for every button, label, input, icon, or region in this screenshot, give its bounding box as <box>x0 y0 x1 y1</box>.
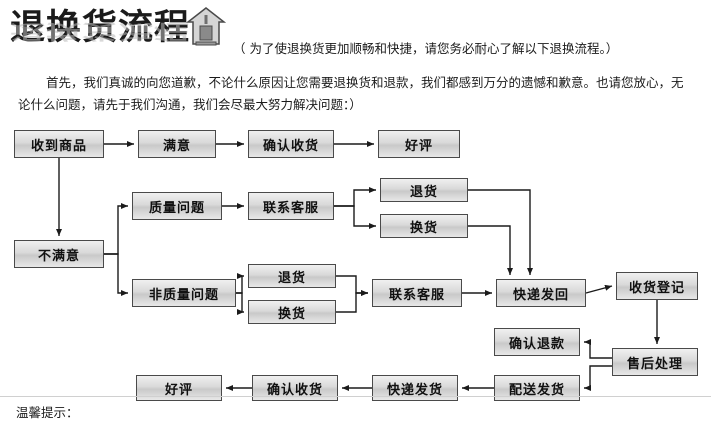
footer-note: 温馨提示： <box>16 405 79 420</box>
flow-node-n8: 退货 <box>380 178 468 202</box>
flow-node-n9: 换货 <box>380 214 468 238</box>
flow-node-n1: 收到商品 <box>14 130 104 158</box>
flow-node-n12: 换货 <box>248 300 336 324</box>
flow-node-n11: 退货 <box>248 264 336 288</box>
title-block: 退换货流程 退换货流程 <box>10 8 240 56</box>
flow-node-n5: 不满意 <box>14 240 104 268</box>
flow-node-n16: 售后处理 <box>612 348 698 376</box>
flow-node-n13: 联系客服 <box>372 279 462 307</box>
intro-paragraph: 首先，我们真诚的向您道歉，不论什么原因让您需要退换货和退款，我们都感到万分的遗憾… <box>18 72 694 116</box>
flow-node-n14: 快递发回 <box>496 279 586 307</box>
flow-node-n20: 确认收货 <box>252 375 338 401</box>
flow-node-n10: 非质量问题 <box>132 279 236 307</box>
bottom-divider <box>0 396 711 397</box>
flow-node-n6: 质量问题 <box>132 192 222 220</box>
flow-node-n21: 好评 <box>136 375 222 401</box>
intro-line-1: 首先，我们真诚的向您道歉，不论什么原因让您需要退换货和退款，我们都感到万分的遗憾… <box>46 75 684 90</box>
flow-node-n18: 配送发货 <box>494 375 580 401</box>
flow-node-n4: 好评 <box>378 130 460 158</box>
flow-node-n17: 确认退款 <box>494 328 580 356</box>
page-title: 退换货流程 <box>10 8 191 48</box>
flow-node-n3: 确认收货 <box>248 130 334 158</box>
intro-line-2: 论什么问题，请先于我们沟通，我们会尽最大努力解决问题：） <box>18 97 362 112</box>
title-note: （ 为了使退换货更加顺畅和快捷，请您务必耐心了解以下退换流程。） <box>233 41 619 56</box>
flow-node-n19: 快递发货 <box>372 375 458 401</box>
flow-node-n7: 联系客服 <box>248 192 334 220</box>
flow-node-n15: 收货登记 <box>616 272 698 300</box>
house-icon <box>186 7 226 46</box>
flow-node-n2: 满意 <box>138 130 216 158</box>
